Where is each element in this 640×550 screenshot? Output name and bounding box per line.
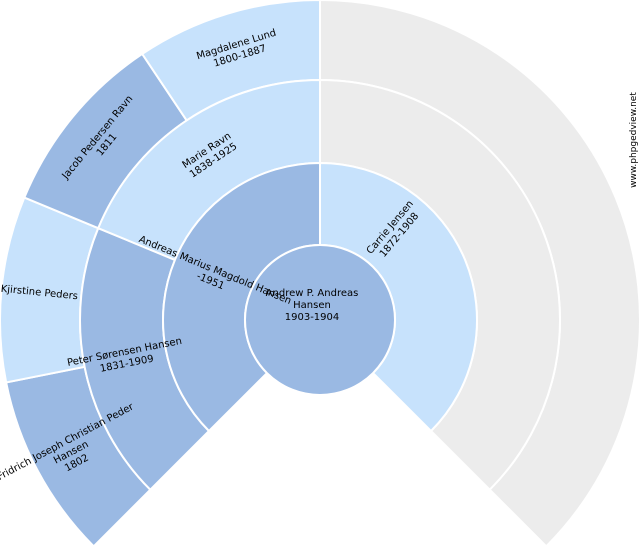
root-person-label-line: Hansen <box>293 300 331 311</box>
root-person-label-line: 1903-1904 <box>285 312 340 323</box>
root-person-label-line: Andrew P. Andreas <box>266 288 359 299</box>
root-person-circle[interactable] <box>244 244 396 396</box>
watermark-text: www.phpgedview.net <box>629 92 639 188</box>
